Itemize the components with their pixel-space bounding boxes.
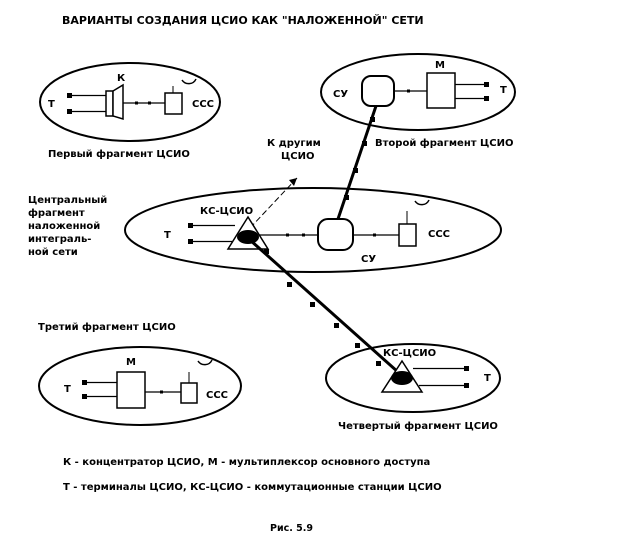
fragment-second: СУ М Т Второй фрагмент ЦСИО <box>320 53 516 149</box>
diagram-title: ВАРИАНТЫ СОЗДАНИЯ ЦСИО КАК "НАЛОЖЕННОЙ" … <box>62 14 424 27</box>
terminal-icon <box>82 380 87 385</box>
terminal-icon <box>188 239 193 244</box>
fragment-third: Третий фрагмент ЦСИО Т М ССС <box>38 321 242 426</box>
fragment-central-caption: Центральный фрагмент наложенной интеграл… <box>28 195 111 258</box>
caption-line: Центральный <box>28 195 107 206</box>
caption-line: фрагмент <box>28 207 85 219</box>
to-other-networks-label: К другим ЦСИО <box>267 138 324 162</box>
caption-line: интеграль- <box>28 234 91 245</box>
fragment-central-ellipse <box>124 187 502 273</box>
fragment-second-control-label: СУ <box>333 89 348 100</box>
control-unit-icon <box>361 75 395 107</box>
switch-node-icon <box>237 230 259 244</box>
fragment-first-terminal-label: Т <box>48 99 55 110</box>
fragment-third-station-label: ССС <box>206 390 228 401</box>
multiplexer-icon <box>426 72 456 109</box>
fragment-central-station-label: ССС <box>428 229 450 240</box>
fragment-third-ellipse <box>38 346 242 426</box>
multiplexer-icon <box>116 371 146 409</box>
fragment-third-multiplexer-label: М <box>126 357 136 368</box>
concentrator-icon <box>105 90 114 117</box>
trunk-link-central-fourth <box>249 238 399 374</box>
terminal-icon <box>464 366 469 371</box>
station-icon <box>398 223 417 247</box>
fragment-central-switch-label: КС-ЦСИО <box>200 206 253 217</box>
antenna-icon <box>414 199 430 206</box>
switch-node-icon <box>391 371 413 385</box>
terminal-icon <box>67 93 72 98</box>
fragment-second-terminal-label: Т <box>500 85 507 96</box>
caption-line: ной сети <box>28 247 78 258</box>
control-unit-icon <box>317 218 354 251</box>
concentrator-icon <box>112 83 124 121</box>
caption-line: наложенной <box>28 221 100 232</box>
fragment-third-terminal-label: Т <box>64 384 71 395</box>
terminal-icon <box>484 82 489 87</box>
link-to-others <box>249 177 298 229</box>
station-icon <box>164 92 183 115</box>
fragment-second-caption: Второй фрагмент ЦСИО <box>375 137 514 149</box>
fragment-first: Т К ССС Первый фрагмент ЦСИО <box>39 62 221 160</box>
trunk-link-central-second <box>336 105 378 220</box>
fragment-central-control-label: СУ <box>361 254 376 265</box>
fragment-central-terminal-label: Т <box>164 230 171 241</box>
terminal-icon <box>464 383 469 388</box>
fragment-first-station-label: ССС <box>192 99 214 110</box>
fragment-first-caption: Первый фрагмент ЦСИО <box>48 148 190 160</box>
fragment-fourth: КС-ЦСИО Т Четвертый фрагмент ЦСИО <box>325 343 501 432</box>
fragment-fourth-caption: Четвертый фрагмент ЦСИО <box>338 420 498 432</box>
terminal-icon <box>484 96 489 101</box>
fragment-first-ellipse <box>39 62 221 142</box>
terminal-icon <box>188 223 193 228</box>
station-icon <box>180 382 198 404</box>
antenna-icon <box>197 359 213 366</box>
fragment-third-caption: Третий фрагмент ЦСИО <box>38 321 176 333</box>
fragment-first-concentrator-label: К <box>117 73 126 84</box>
fragment-fourth-switch-label: КС-ЦСИО <box>383 348 436 359</box>
fragment-central: Центральный фрагмент наложенной интеграл… <box>28 138 502 273</box>
terminal-icon <box>67 109 72 114</box>
legend-line-2: Т - терминалы ЦСИО, КС-ЦСИО - коммутацио… <box>63 482 442 493</box>
legend-line-1: К - концентратор ЦСИО, М - мультиплексор… <box>63 457 430 468</box>
terminal-icon <box>82 394 87 399</box>
fragment-second-multiplexer-label: М <box>435 60 445 71</box>
fragment-second-ellipse <box>320 53 516 131</box>
antenna-icon <box>181 78 197 85</box>
arrow-icon <box>289 178 297 186</box>
fragment-fourth-ellipse <box>325 343 501 413</box>
figure-caption: Рис. 5.9 <box>270 523 313 534</box>
fragment-fourth-terminal-label: Т <box>484 373 491 384</box>
